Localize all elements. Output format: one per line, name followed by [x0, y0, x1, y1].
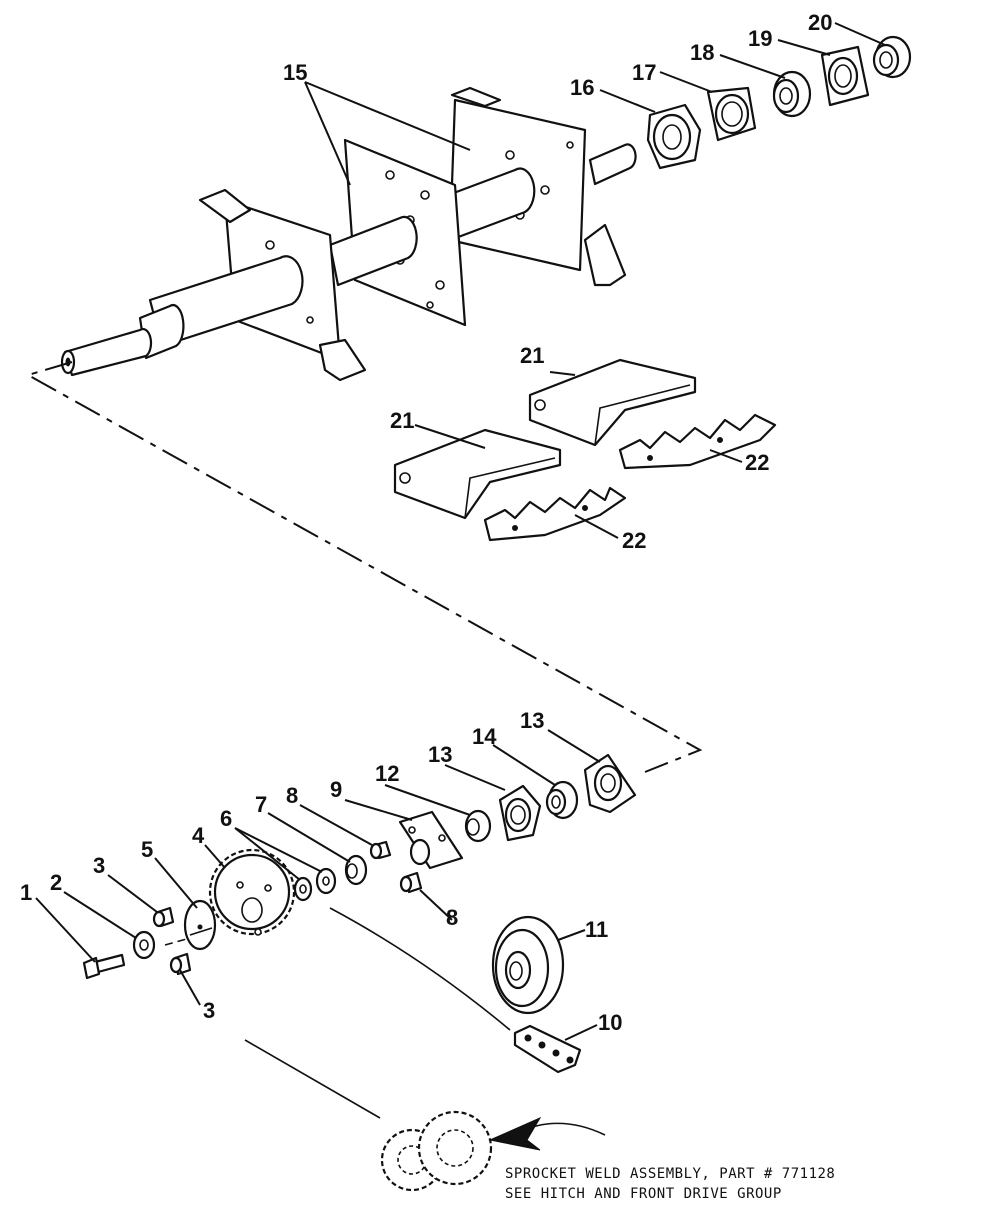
- bushing-8-lower: [399, 871, 423, 894]
- assembly-note: SPROCKET WELD ASSEMBLY, PART # 771128 SE…: [505, 1166, 835, 1202]
- bearing-flange-16: [646, 103, 702, 170]
- plate-9: [398, 810, 464, 870]
- collar-12: [464, 809, 492, 843]
- alignment-lines: [25, 361, 703, 1119]
- collar-7: [344, 854, 368, 886]
- bearing-20: [872, 35, 912, 79]
- callout-16: 16: [570, 75, 594, 100]
- disc-5: [183, 899, 217, 951]
- callout-20: 20: [808, 10, 832, 35]
- callout-6: 6: [220, 806, 232, 831]
- chain-10: [513, 1024, 582, 1074]
- bracket-21-upper: [528, 358, 697, 447]
- callout-18: 18: [690, 40, 714, 65]
- bearing-flange-19: [820, 45, 870, 107]
- leader-lines: [35, 22, 886, 1041]
- callout-15: 15: [283, 60, 307, 85]
- spacer-3-lower: [169, 952, 192, 976]
- callout-14: 14: [472, 724, 497, 749]
- note-line-2: SEE HITCH AND FRONT DRIVE GROUP: [505, 1186, 782, 1202]
- washers-6: [293, 867, 337, 902]
- callout-7: 7: [255, 792, 267, 817]
- callout-22-upper: 22: [745, 450, 769, 475]
- note-line-1: SPROCKET WELD ASSEMBLY, PART # 771128: [505, 1166, 835, 1182]
- callout-5: 5: [141, 837, 153, 862]
- washer-2: [132, 930, 156, 960]
- serrated-plate-22-lower: [483, 486, 627, 542]
- callout-13-front: 13: [428, 742, 452, 767]
- callout-12: 12: [375, 761, 399, 786]
- callout-9: 9: [330, 777, 342, 802]
- callout-13-rear: 13: [520, 708, 544, 733]
- bolt-1: [82, 953, 126, 980]
- sprocket-4: [208, 848, 296, 936]
- callout-8-upper: 8: [286, 783, 298, 808]
- callout-17: 17: [632, 60, 656, 85]
- bearing-flange-17: [706, 86, 757, 142]
- callout-3-lower: 3: [203, 998, 215, 1023]
- spacer-3-upper: [152, 906, 175, 928]
- callout-21-upper: 21: [520, 343, 544, 368]
- callout-3-upper: 3: [93, 853, 105, 878]
- flange-13-rear: [583, 753, 637, 814]
- callout-19: 19: [748, 26, 772, 51]
- callout-4: 4: [192, 823, 205, 848]
- bracket-21-lower: [393, 428, 562, 520]
- pulley-11: [491, 915, 565, 1015]
- callout-8-lower: 8: [446, 905, 458, 930]
- callout-labels: 15 16 17 18 19 20 21 21 22 22 1 2 3 3 4 …: [20, 10, 832, 1035]
- sprocket-weld-assembly: [380, 1110, 606, 1192]
- shaft-assembly: [60, 86, 637, 382]
- callout-22-lower: 22: [622, 528, 646, 553]
- flange-13-front: [498, 784, 542, 842]
- callout-21-lower: 21: [390, 408, 414, 433]
- callout-1: 1: [20, 880, 32, 905]
- bearing-18: [772, 70, 812, 118]
- callout-2: 2: [50, 870, 62, 895]
- bearing-14: [545, 780, 579, 820]
- callout-10: 10: [598, 1010, 622, 1035]
- callout-11: 11: [585, 917, 608, 942]
- bushing-8-upper: [369, 840, 392, 860]
- serrated-plate-22-upper: [618, 413, 777, 470]
